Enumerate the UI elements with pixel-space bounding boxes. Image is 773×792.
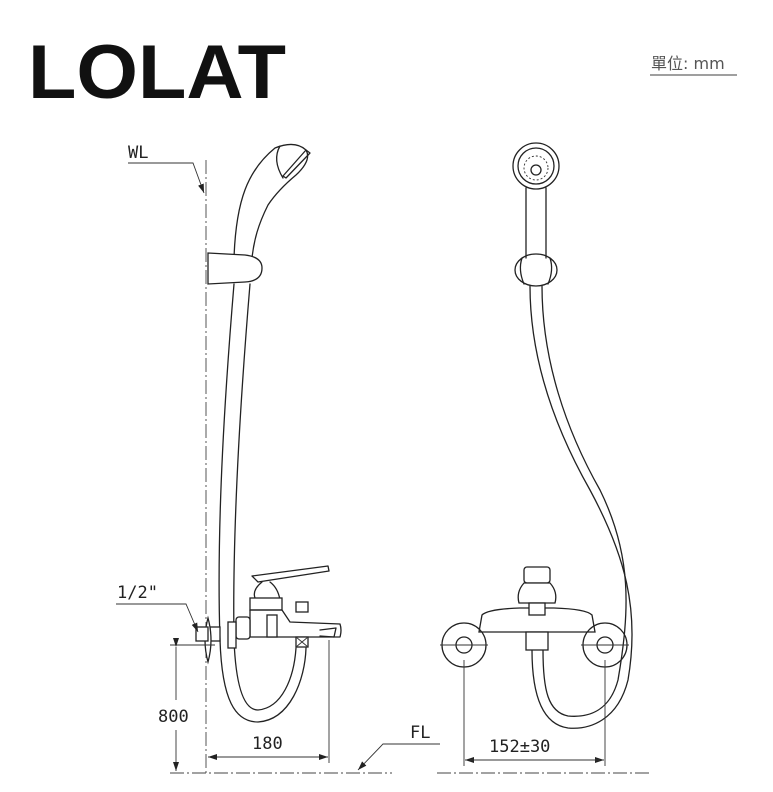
shower-head-front: [512, 142, 560, 287]
center-distance-dimension: 152±30: [489, 737, 550, 757]
inlet-size-label: 1/2": [117, 583, 158, 603]
projection-dimension: 180: [252, 734, 283, 754]
wall-level-leader: [128, 162, 205, 194]
inlet-size-leader: [116, 603, 199, 633]
shower-holder-bracket: [207, 252, 263, 285]
front-view: 152±30: [437, 142, 652, 774]
floor-level-label: FL: [410, 723, 430, 743]
wall-level-label: WL: [128, 143, 148, 163]
faucet-side: [195, 565, 342, 665]
brand-logo: LOLAT: [28, 30, 286, 115]
unit-label: 單位: mm: [651, 54, 725, 73]
floor-level-leader: [357, 743, 440, 771]
height-dimension: 800: [158, 707, 189, 727]
hand-shower-side: [233, 143, 311, 259]
hose-outer: [218, 283, 307, 723]
side-view: WL 1/2": [116, 143, 440, 775]
faucet-front: [440, 566, 629, 668]
